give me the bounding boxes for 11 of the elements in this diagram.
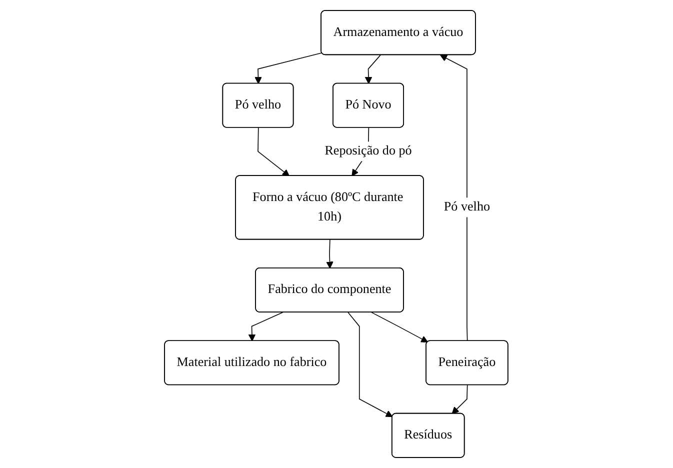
- arrow: [452, 384, 468, 414]
- edge-label: Reposição do pó: [324, 144, 412, 158]
- arrow: [365, 54, 382, 84]
- edge-label: Pó velho: [444, 200, 490, 214]
- arrow: [440, 54, 468, 342]
- arrow: [258, 127, 290, 176]
- arrow: [326, 239, 334, 269]
- arrow: [371, 312, 428, 342]
- arrow: [348, 312, 394, 418]
- arrow: [248, 312, 284, 342]
- arrow: [254, 52, 323, 84]
